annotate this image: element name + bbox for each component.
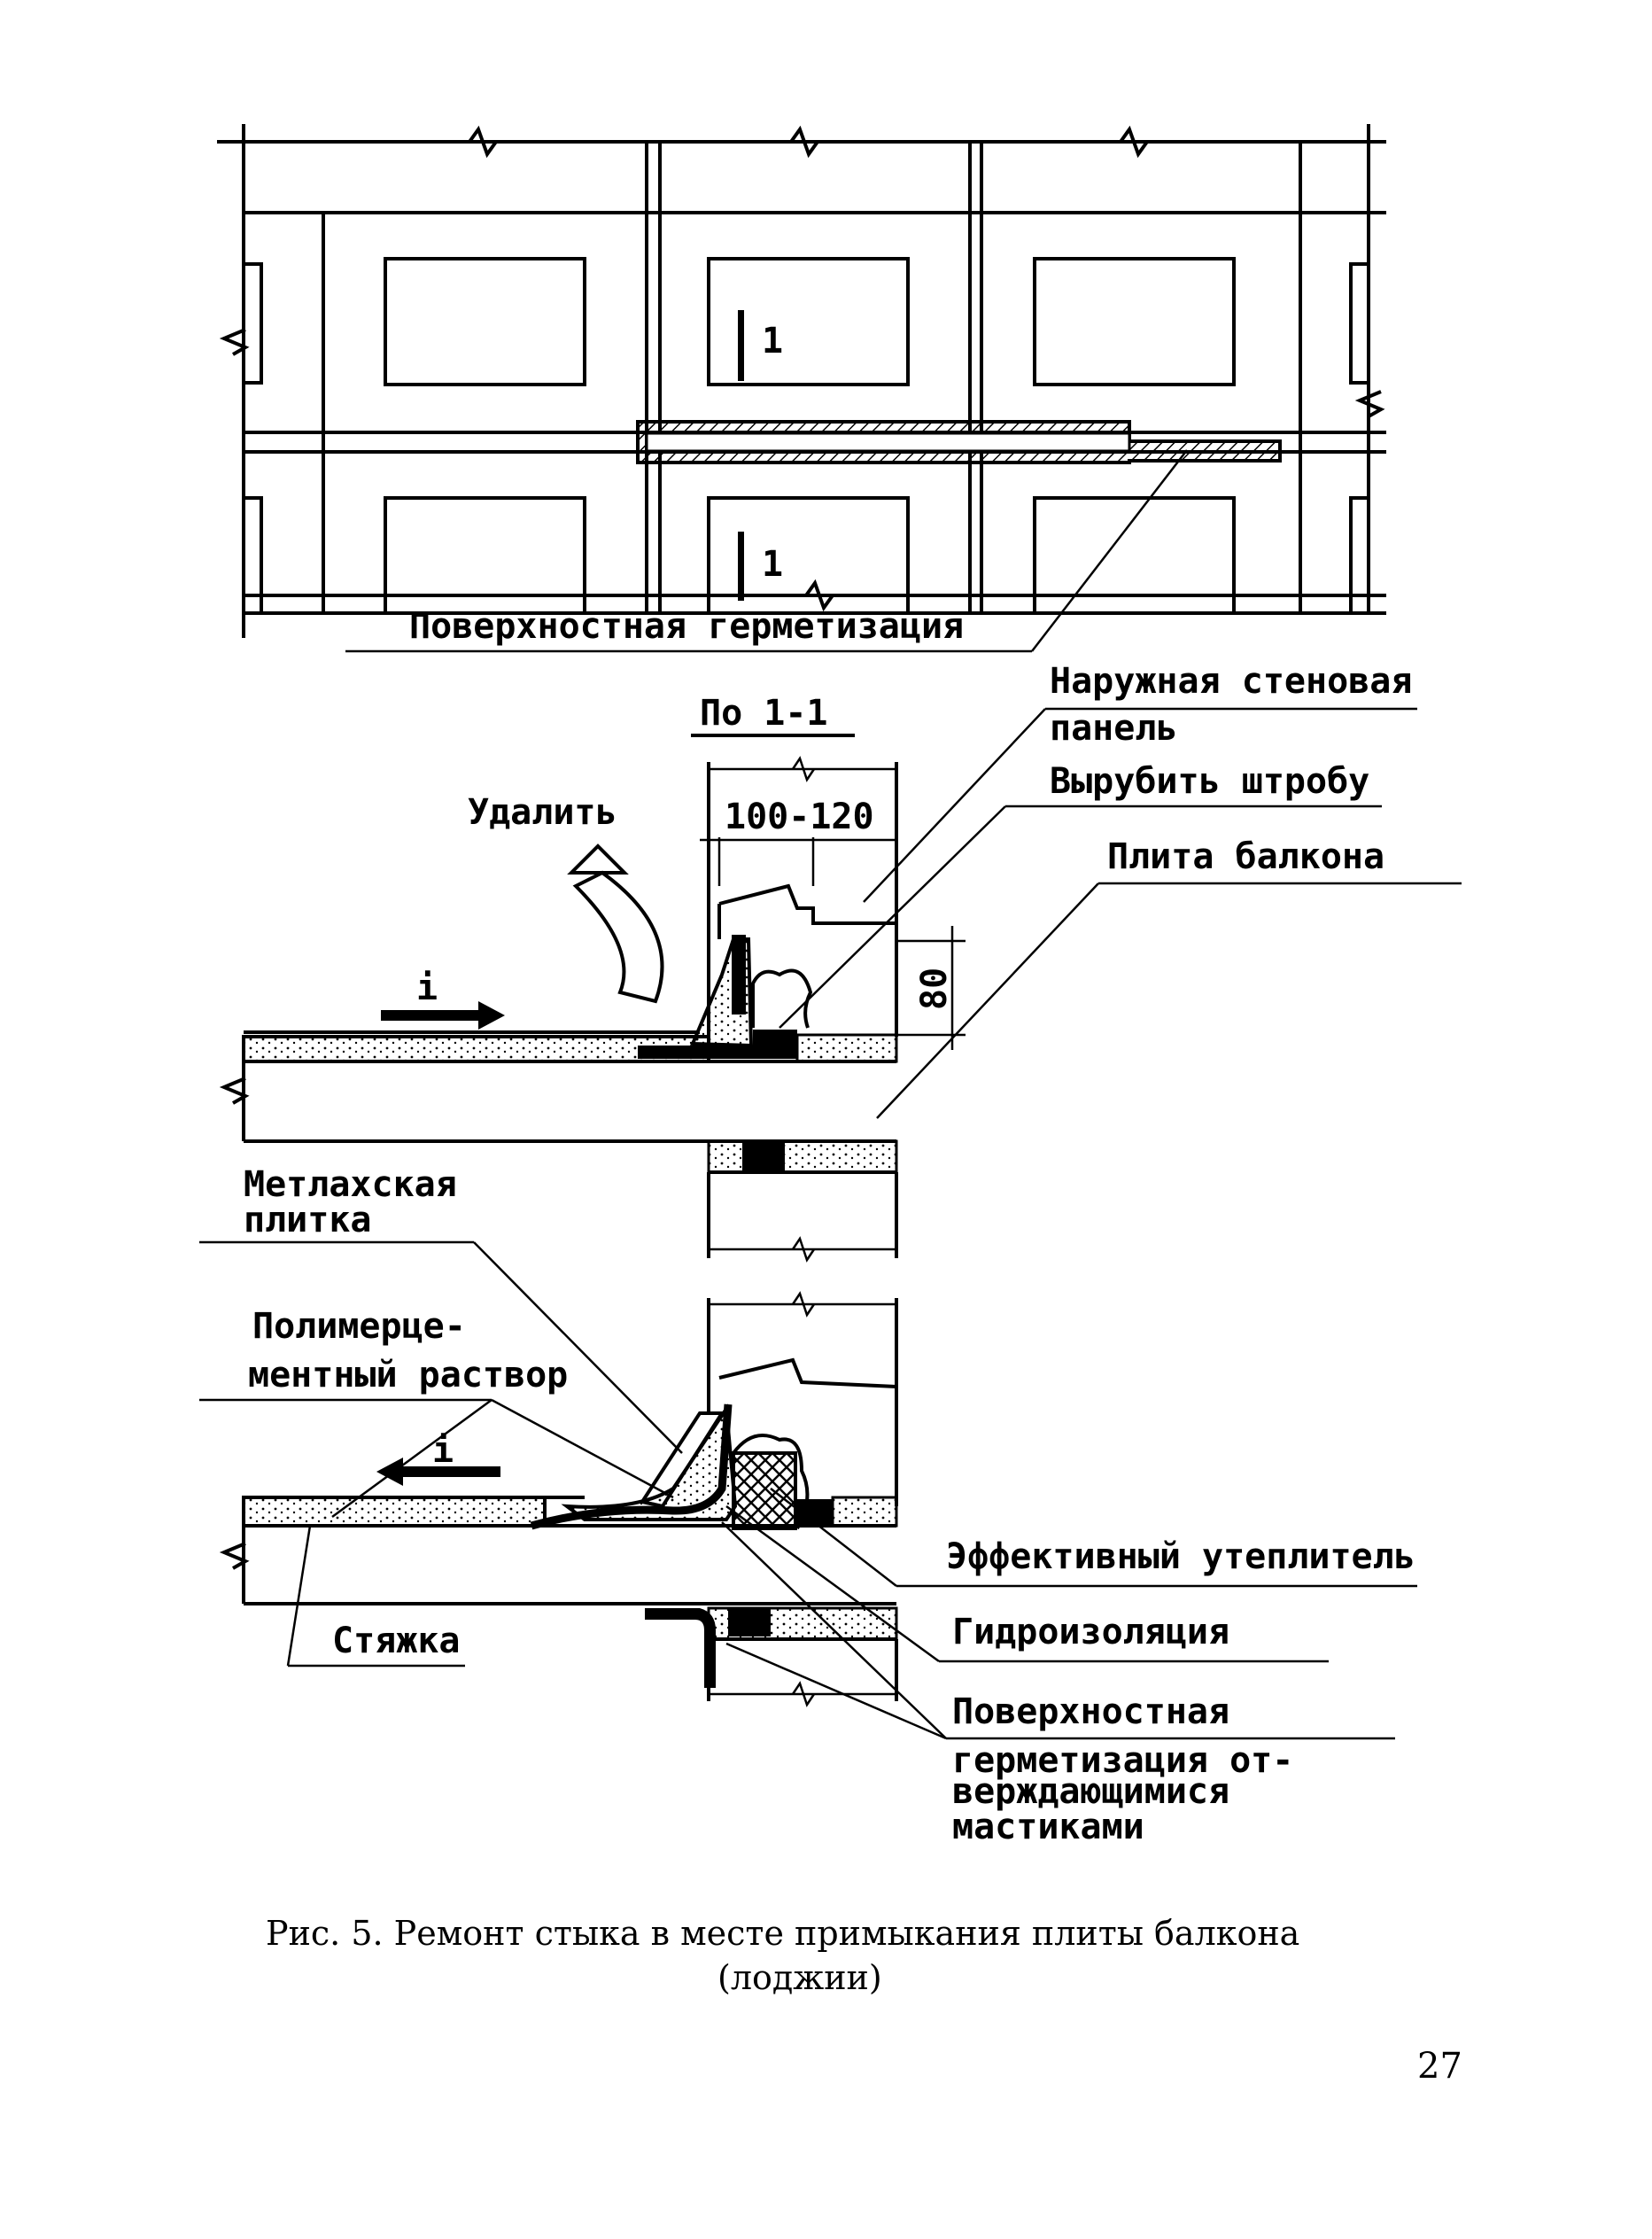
outer-wall-panel-label-1: Наружная стеновая xyxy=(1050,661,1412,702)
chase-label: Вырубить штробу xyxy=(1050,761,1369,802)
dimension-width: 100-120 xyxy=(725,797,874,837)
slope-symbol-top: i xyxy=(416,968,438,1008)
dimension-height: 80 xyxy=(914,968,955,1010)
remove-label: Удалить xyxy=(468,792,617,833)
page-number: 27 xyxy=(1417,2046,1462,2087)
sealing-desc-1: герметизация от- xyxy=(952,1740,1293,1781)
figure-caption-line-1: Рис. 5. Ремонт стыка в месте примыкания … xyxy=(266,1914,1299,1953)
sealing-title-label: Поверхностная xyxy=(952,1691,1229,1732)
sealing-desc-2: верждающимися xyxy=(952,1771,1229,1812)
outer-wall-panel-label-2: панель xyxy=(1050,708,1178,749)
screed-label: Стяжка xyxy=(332,1621,461,1661)
tile-label-1: Метлахская xyxy=(244,1164,457,1205)
insulation-label: Эффективный утеплитель xyxy=(946,1536,1415,1577)
sealing-desc-3: мастиками xyxy=(952,1807,1144,1847)
polymer-mortar-label-2: ментный раствор xyxy=(248,1355,568,1395)
facade-elevation: 1 1 Поверхностная герметизация xyxy=(217,124,1386,653)
waterproofing-label: Гидроизоляция xyxy=(952,1612,1229,1652)
tile-label-2: плитка xyxy=(244,1200,372,1240)
section-mark-upper: 1 xyxy=(762,321,783,362)
section-title: По 1-1 xyxy=(700,693,828,734)
figure-caption-line-2: (лоджии) xyxy=(717,1958,882,1997)
polymer-mortar-label-1: Полимерце- xyxy=(252,1306,466,1347)
surface-sealing-label: Поверхностная герметизация xyxy=(409,606,964,647)
section-mark-lower: 1 xyxy=(762,544,783,585)
repair-detail: i Метлахская плитка Полимерце- ментный р… xyxy=(199,1164,1417,1847)
balcony-slab-label: Плита балкона xyxy=(1107,836,1384,877)
section-1-1: По 1-1 100-120 80 xyxy=(219,661,1462,1263)
